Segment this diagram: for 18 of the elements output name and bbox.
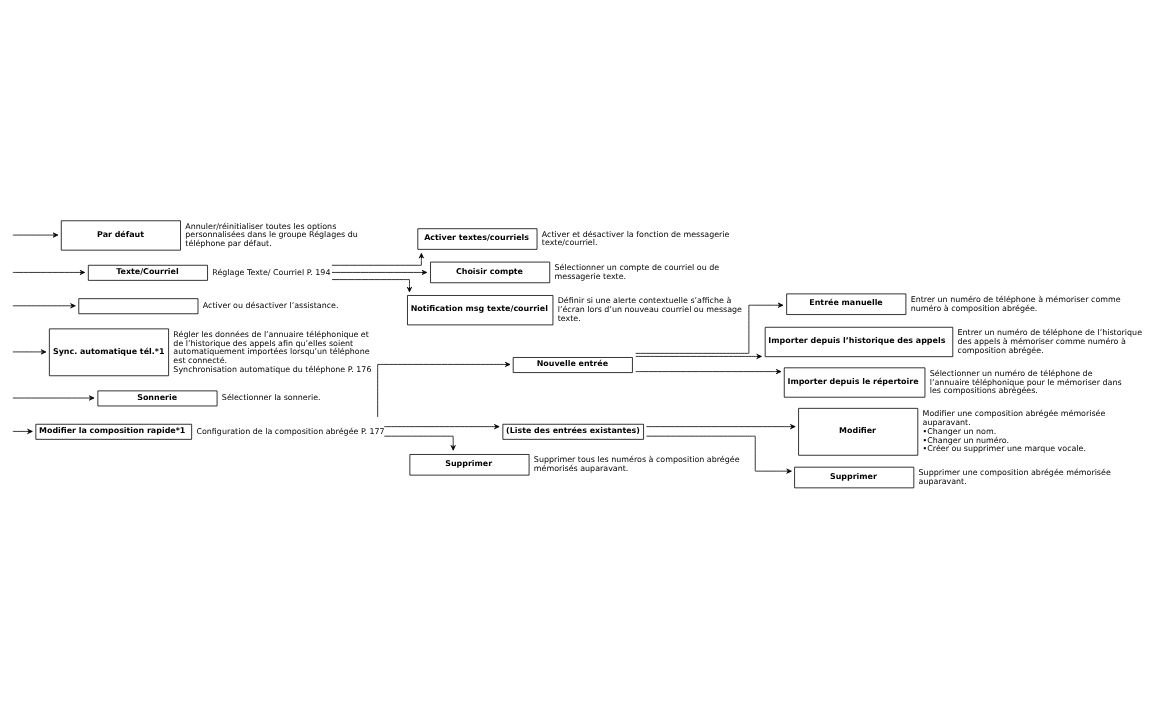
node-label: Supprimer une composition abrégée mémorisée auparavant. (918, 468, 1111, 486)
node-label: Configuration de la composition abrégée P. 177 (196, 426, 385, 436)
node-label: Entrer un numéro de téléphone à mémoriser comme numéro à composition abrégée. (910, 294, 1121, 313)
node-label: •Créer ou supprimer une marque vocale. (922, 444, 1087, 454)
node-label: Entrer un numéro de téléphone de l’historique des appels à mémoriser comme numéro à composition abrégée. (957, 328, 1143, 355)
node-label: Sélectionner la sonnerie. (221, 393, 321, 403)
node-label: Régler les données de l’annuaire téléphonique et de l’historique des appels afin qu’elles soient automatiquement importées lorsqu’un téléphone est connecté. (173, 329, 370, 366)
node-label: Synchronisation automatique du téléphone P. 176 (173, 364, 372, 374)
node-label: Supprimer tous les numéros à composition abrégée mémorisés auparavant. (533, 455, 740, 474)
node-label: •Changer un numéro. (922, 435, 1010, 445)
node-label: Annuler/réinitialiser toutes les options personnalisées dans le groupe Réglages du téléphone par défaut. (185, 221, 358, 249)
node-label: Réglage Texte/ Courriel P. 194 (212, 267, 331, 277)
node-label: Activer et désactiver la fonction de messagerie texte/courriel. (541, 229, 730, 248)
node-label: Modifier une composition abrégée mémorisée auparavant. (922, 409, 1106, 428)
node-label: Sélectionner un numéro de téléphone de l’annuaire téléphonique pour le mémoriser dans les compositions abrégées. (929, 368, 1122, 396)
node-label: Définir si une alerte contextuelle s’affiche à l’écran lors d’un nouveau courriel ou message texte. (557, 296, 742, 323)
node-label: Activer ou désactiver l’assistance. (202, 301, 339, 311)
node-label: Sélectionner un compte de courriel ou de messagerie texte. (554, 263, 720, 281)
